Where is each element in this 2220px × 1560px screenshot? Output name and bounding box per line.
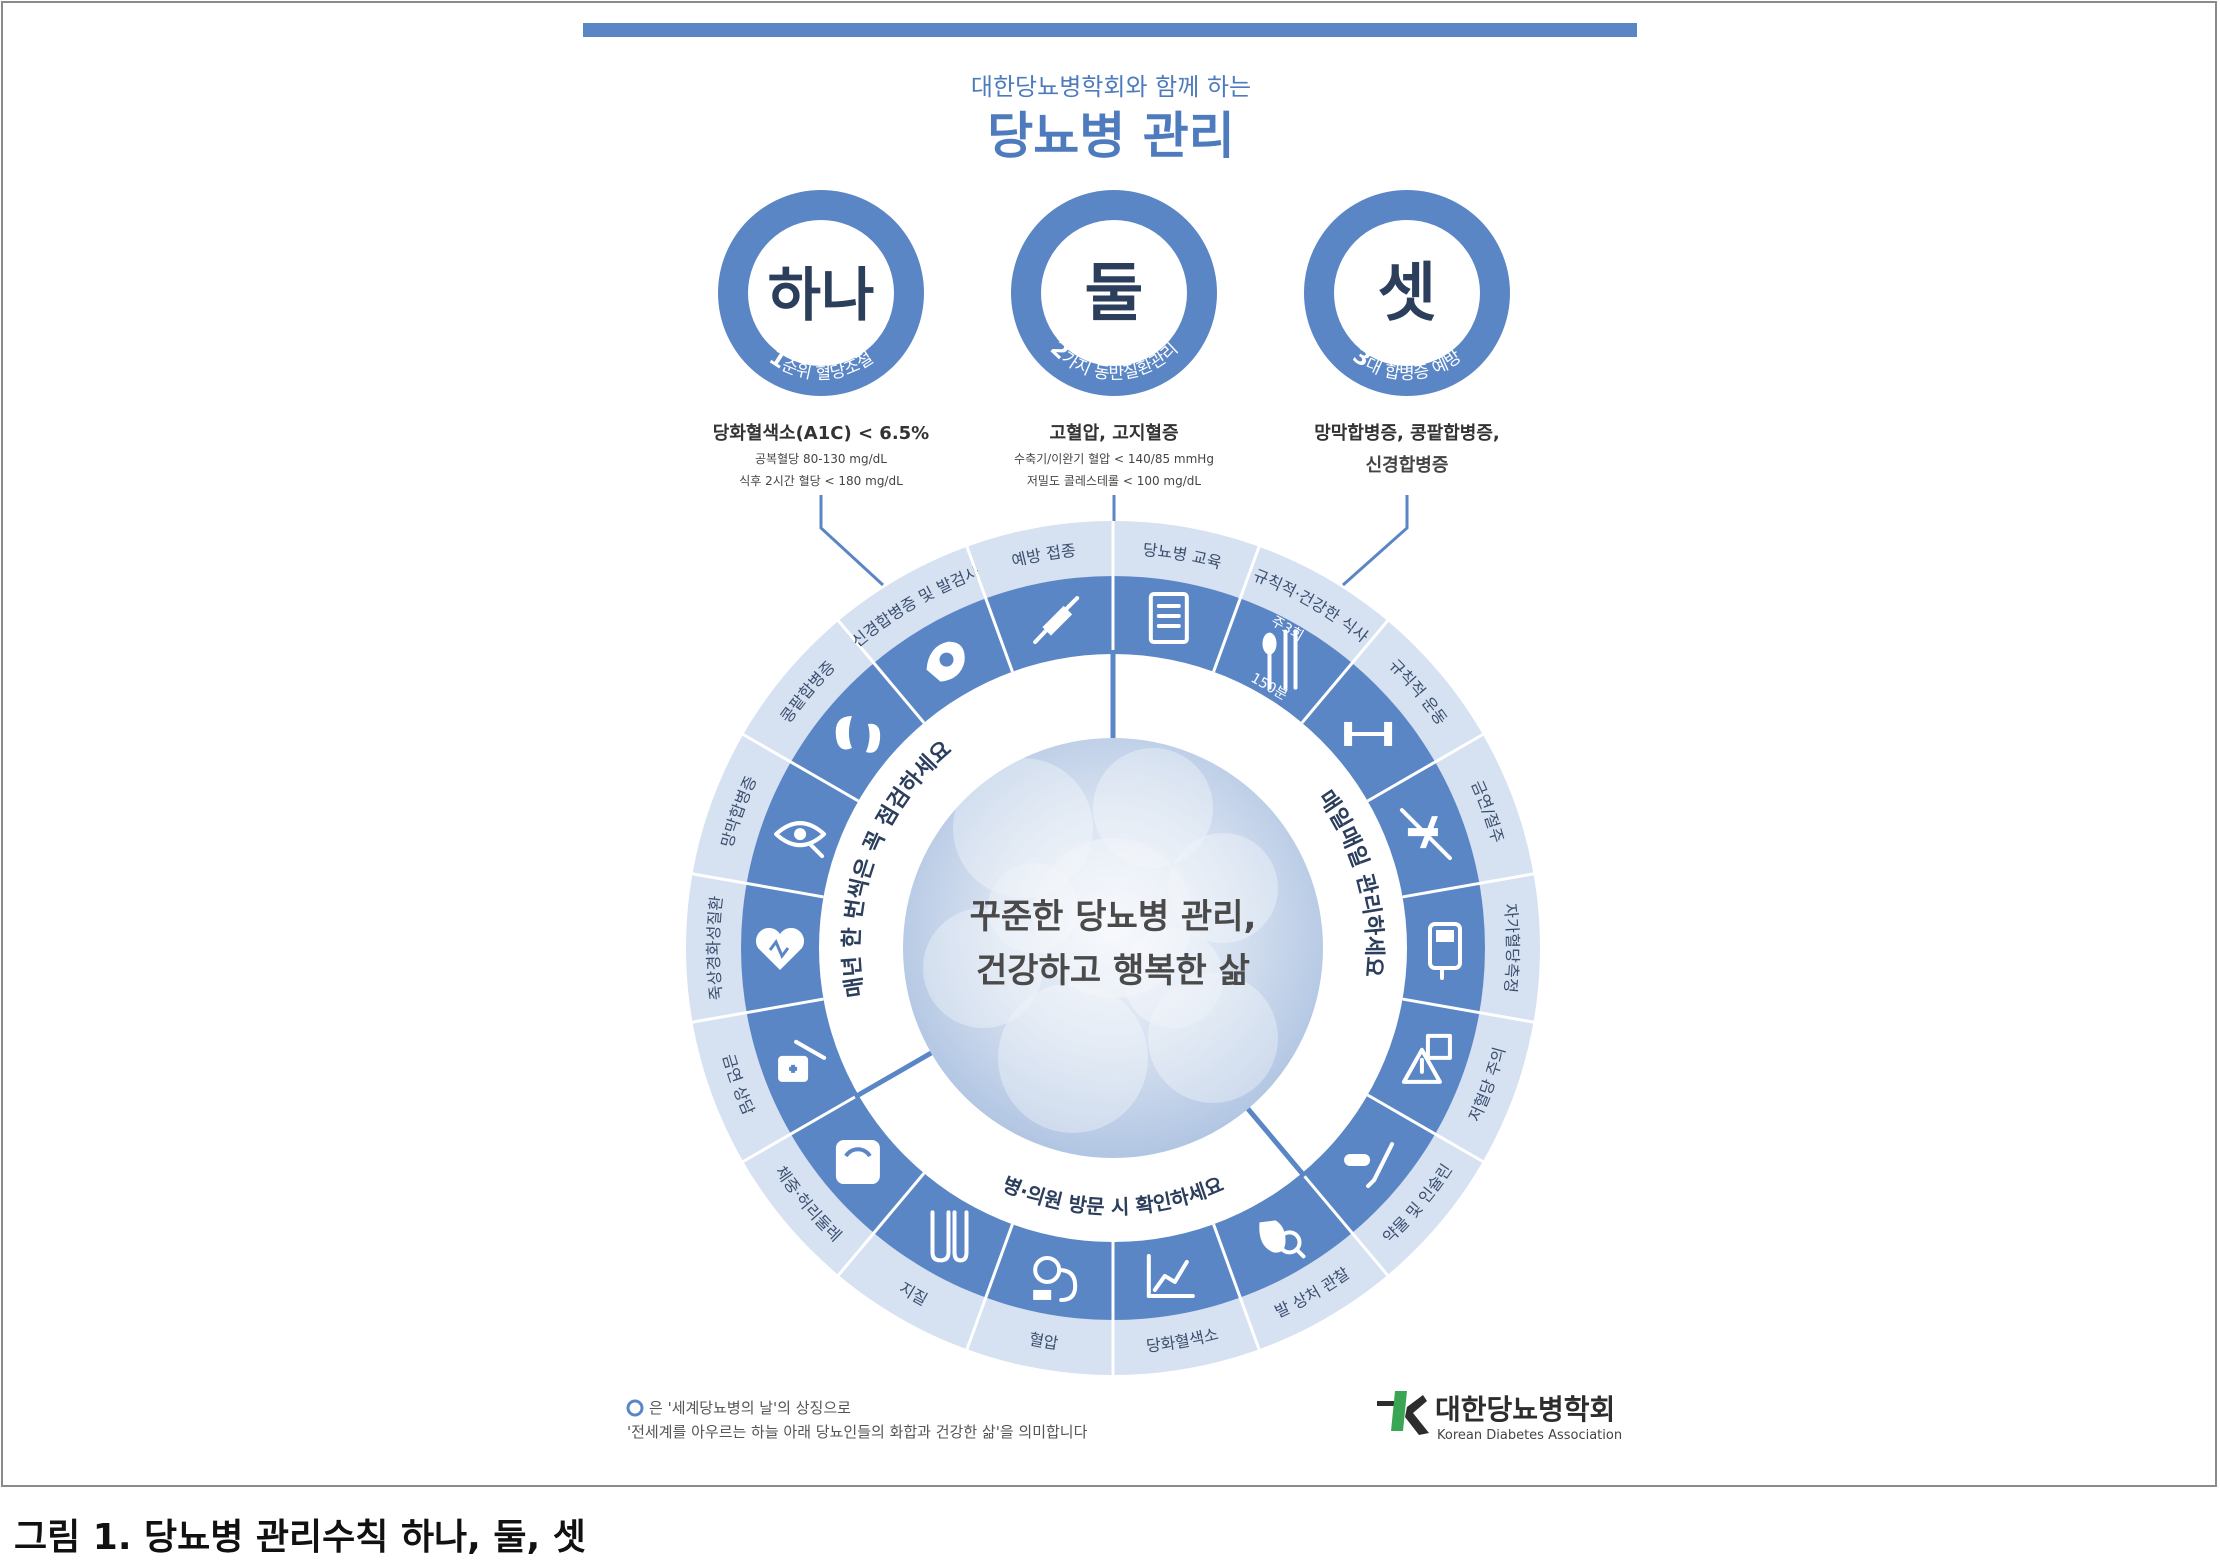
spoon-chopsticks-icon bbox=[1262, 629, 1298, 690]
pillar-inner bbox=[748, 220, 894, 366]
cloud-texture bbox=[923, 748, 1278, 1133]
pillar-inner bbox=[1334, 220, 1480, 366]
pill-syringe-icon bbox=[1344, 1142, 1395, 1189]
pillar-main-text: 고혈압, 고지혈증 bbox=[1049, 422, 1178, 444]
segment-divider bbox=[742, 733, 860, 803]
segment-label: 혈압 bbox=[1027, 1329, 1059, 1353]
segment-divider bbox=[742, 1093, 860, 1163]
wheel-sky-center bbox=[903, 738, 1323, 1158]
dumbbell-icon bbox=[1344, 721, 1393, 746]
segment-divider bbox=[965, 1223, 1014, 1350]
foot-check-icon bbox=[1259, 1220, 1306, 1259]
segment-divider bbox=[1366, 733, 1484, 803]
segment-divider bbox=[837, 1172, 926, 1277]
pillar-detail-text: 공복혈당 80-130 mg/dL bbox=[755, 452, 887, 466]
blood-pressure-icon bbox=[1033, 1255, 1078, 1302]
pillar-main-text: 당화혈색소(A1C) < 6.5% bbox=[713, 422, 929, 444]
segment-label: 죽상경화성질환 bbox=[704, 895, 726, 1002]
segment-divider bbox=[692, 872, 824, 899]
footnote-line1: 은 '세계당뇨병의 날'의 상징으로 bbox=[649, 1399, 851, 1417]
segment-divider bbox=[1212, 1223, 1261, 1350]
connector-right bbox=[1342, 495, 1409, 587]
foot-sensor-icon bbox=[926, 641, 965, 682]
glucose-meter-icon bbox=[1428, 922, 1462, 980]
pillar-detail-text: 신경합병증 bbox=[1366, 454, 1449, 476]
segment-divider bbox=[1366, 1093, 1484, 1163]
eye-check-icon bbox=[774, 821, 827, 859]
no-smoking-drinking-icon bbox=[1399, 808, 1452, 861]
center-text-line1: 꾸준한 당뇨병 관리, bbox=[970, 897, 1257, 937]
notebook-icon bbox=[1148, 592, 1189, 645]
segment-divider bbox=[837, 619, 926, 724]
segment-divider bbox=[965, 546, 1014, 673]
low-glucose-warning-icon bbox=[1401, 1033, 1452, 1084]
segment-divider bbox=[1300, 1172, 1389, 1277]
top-bar bbox=[583, 23, 1637, 37]
pillar-detail-text: 저밀도 콜레스테롤 < 100 mg/dL bbox=[1027, 474, 1202, 488]
logo-name: 대한당뇨병학회 bbox=[1435, 1393, 1615, 1426]
no-smoking-counsel-icon bbox=[778, 1039, 827, 1082]
header-title: 당뇨병 관리 bbox=[987, 107, 1234, 165]
header-subtitle: 대한당뇨병학회와 함께 하는 bbox=[971, 73, 1251, 101]
group-divider bbox=[1246, 1107, 1307, 1178]
pillar-big-text: 하나 bbox=[768, 261, 875, 329]
segment-divider bbox=[1212, 546, 1261, 673]
a1c-chart-icon bbox=[1146, 1253, 1195, 1298]
pillar-inner bbox=[1041, 220, 1187, 366]
segment-divider bbox=[1402, 997, 1534, 1024]
test-tubes-icon bbox=[930, 1210, 969, 1263]
group-divider bbox=[853, 1050, 933, 1100]
kda-logo-mark-icon bbox=[1377, 1391, 1429, 1435]
kidney-icon bbox=[835, 715, 881, 753]
blue-circle-symbol-icon bbox=[626, 1399, 644, 1417]
pillar-main-text: 망막합병증, 콩팥합병증, bbox=[1314, 422, 1500, 444]
segment-divider bbox=[1402, 872, 1534, 899]
segment-divider bbox=[692, 997, 824, 1024]
wheel-segment-14: 죽상경화성질환 bbox=[692, 895, 824, 1024]
kda-logo: 대한당뇨병학회 Korean Diabetes Association bbox=[1377, 1391, 1622, 1443]
logo-english: Korean Diabetes Association bbox=[1437, 1428, 1622, 1443]
center-text-line2: 건강하고 행복한 삶 bbox=[976, 951, 1250, 991]
vaccine-syringe-icon bbox=[1033, 596, 1080, 645]
figure-caption: 그림 1. 당뇨병 관리수칙 하나, 둘, 셋 bbox=[14, 1517, 586, 1558]
weighing-scale-icon bbox=[835, 1140, 880, 1185]
pillar-detail-text: 식후 2시간 혈당 < 180 mg/dL bbox=[739, 474, 903, 488]
segment-divider bbox=[1300, 619, 1389, 724]
footnote-line2: '전세계를 아우르는 하늘 아래 당뇨인들의 화합과 건강한 삶'을 의미합니다 bbox=[627, 1423, 1088, 1441]
pillar-big-text: 둘 bbox=[1085, 257, 1144, 331]
pillar-detail-text: 수축기/이완기 혈압 < 140/85 mmHg bbox=[1014, 452, 1214, 466]
connector-left bbox=[819, 495, 885, 587]
wheel-segment-10: 혈압 bbox=[1027, 1242, 1115, 1375]
heart-icon bbox=[755, 927, 805, 970]
pillar-big-text: 셋 bbox=[1378, 257, 1437, 331]
